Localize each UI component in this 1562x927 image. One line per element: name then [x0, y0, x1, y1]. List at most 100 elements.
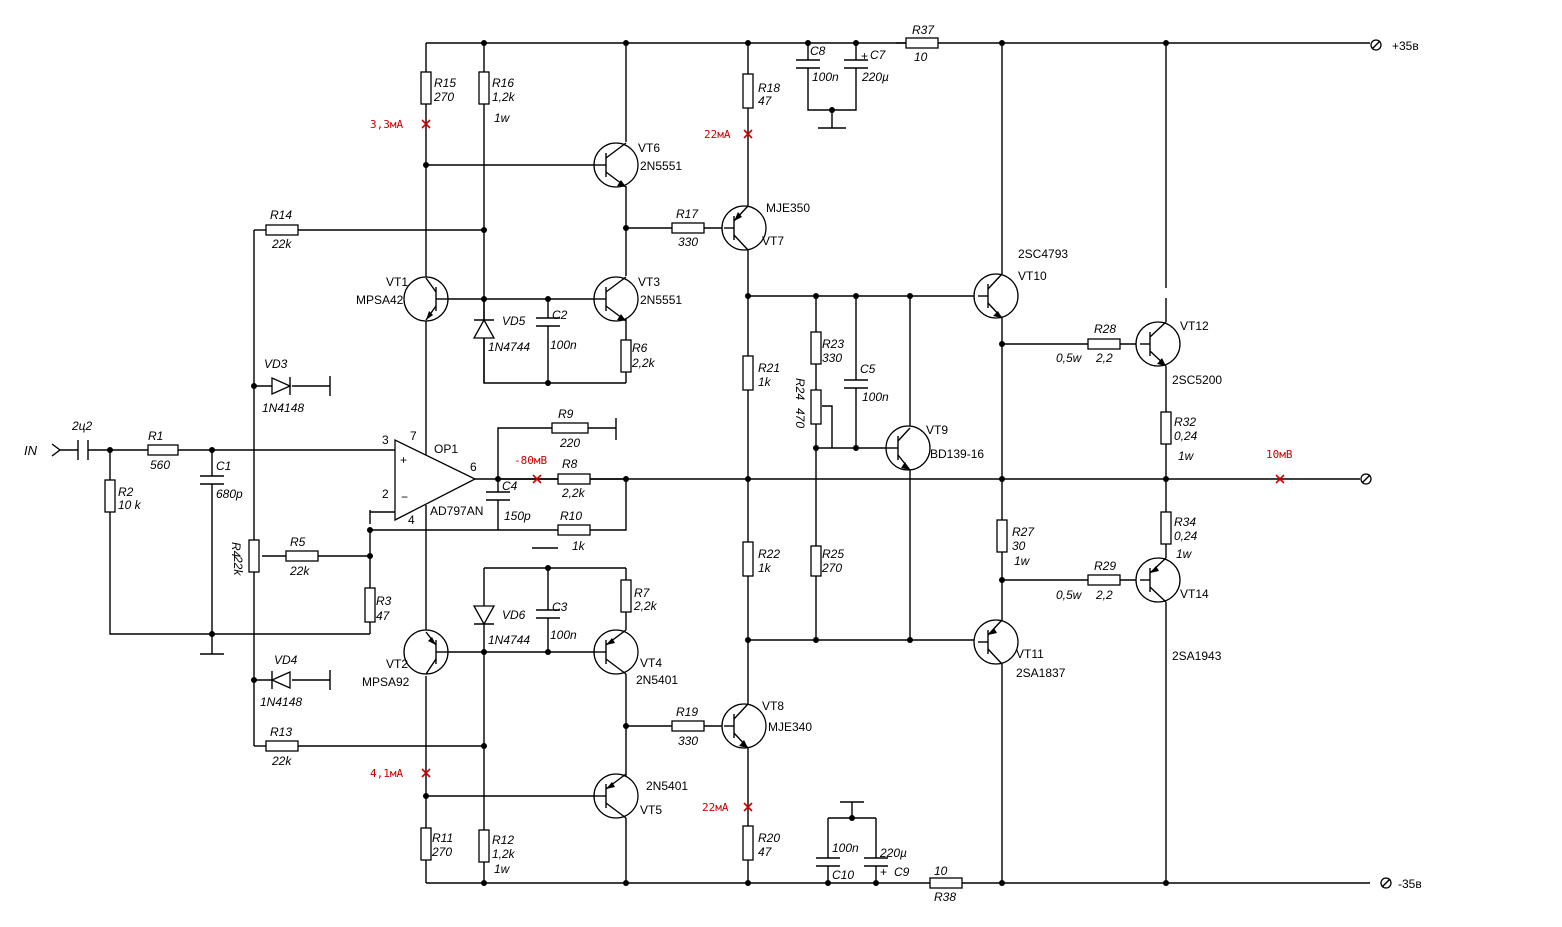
r10-ref: R10	[560, 509, 582, 523]
vt10-part: 2SC4793	[1018, 247, 1068, 261]
vd3-ref: VD3	[264, 357, 288, 371]
vt4-ref: VT4	[640, 656, 662, 670]
r19-val: 330	[678, 734, 698, 748]
r6-val: 2,2k	[631, 356, 656, 370]
vd5-ref: VD5	[502, 314, 526, 328]
r5-ref: R5	[290, 535, 306, 549]
vt7-ref: VT7	[762, 234, 784, 248]
meas-i-vt2: 4,1мА	[370, 767, 403, 780]
r38-val: 10	[934, 864, 948, 878]
op1-plus: +	[400, 453, 407, 467]
vt3-ref: VT3	[638, 275, 660, 289]
r9-val: 220	[559, 436, 580, 450]
vt10-ref: VT10	[1018, 269, 1047, 283]
r17-val: 330	[678, 235, 698, 249]
resistors	[104, 37, 1172, 889]
r16-ref: R16	[492, 76, 514, 90]
vt1-part: MPSA42	[356, 293, 404, 307]
vt5-ref: VT5	[640, 803, 662, 817]
r13-ref: R13	[270, 725, 292, 739]
r18-val: 47	[758, 94, 773, 108]
r20-val: 47	[758, 845, 773, 859]
r34-power: 1w	[1176, 547, 1193, 561]
svg-text:+: +	[861, 49, 868, 63]
r24-val: 470	[793, 408, 807, 428]
vt11-ref: VT11	[1016, 647, 1044, 661]
vd3-part: 1N4148	[262, 401, 304, 415]
vt4-part: 2N5401	[636, 673, 678, 687]
vneg-label: -35в	[1398, 877, 1422, 891]
c7-val: 220µ	[861, 70, 889, 84]
c4-val: 150p	[504, 509, 531, 523]
r27-val: 30	[1012, 539, 1026, 553]
capacitors	[77, 59, 888, 867]
r29-val: 2,2	[1095, 588, 1113, 602]
r11-val: 270	[431, 845, 452, 859]
op1-pin7: 7	[410, 429, 417, 443]
c3-val: 100n	[550, 628, 577, 642]
r23-val: 330	[822, 351, 842, 365]
r24-ref: R24	[793, 378, 807, 400]
r4-val: 22k	[231, 555, 245, 576]
r1-val: 560	[150, 458, 170, 472]
r5-val: 22k	[289, 564, 310, 578]
c8-ref: C8	[810, 44, 826, 58]
vt12-part: 2SC5200	[1172, 373, 1222, 387]
c4-ref: C4	[502, 479, 518, 493]
r2-val: 10 k	[118, 498, 142, 512]
junctions	[107, 40, 1169, 886]
op1-minus: −	[401, 490, 408, 504]
vd4-part: 1N4148	[260, 695, 302, 709]
r32-ref: R32	[1174, 415, 1196, 429]
r19-ref: R19	[676, 705, 698, 719]
c5-ref: C5	[860, 362, 876, 376]
r20-ref: R20	[758, 831, 780, 845]
grounds	[200, 376, 864, 803]
r38-ref: R38	[934, 890, 956, 904]
r21-ref: R21	[758, 361, 780, 375]
r21-val: 1k	[758, 375, 772, 389]
meas-i-vt7: 22мА	[704, 128, 731, 141]
input-label: IN	[24, 443, 38, 458]
r12-power: 1w	[494, 862, 511, 876]
vt2-ref: VT2	[386, 657, 408, 671]
op-amp-op1	[394, 438, 477, 522]
r12-ref: R12	[492, 833, 514, 847]
c5-val: 100n	[862, 390, 889, 404]
vt8-part: MJE340	[768, 720, 812, 734]
op1-ref: OP1	[434, 442, 458, 456]
vpos-label: +35в	[1392, 39, 1419, 53]
r8-ref: R8	[562, 457, 578, 471]
op1-pin2: 2	[382, 487, 389, 501]
r4-ref: R4	[229, 542, 243, 558]
svg-text:+: +	[880, 865, 887, 879]
c2-val: 100n	[550, 338, 577, 352]
r3-ref: R3	[376, 594, 392, 608]
r25-val: 270	[821, 561, 842, 575]
r9-ref: R9	[558, 407, 574, 421]
meas-i-vt8: 22мА	[702, 801, 729, 814]
c10-ref: C10	[832, 868, 854, 882]
terminals	[51, 39, 1392, 889]
labels: IN +35в -35в 2ц2 R1 560 R2 10 k C1 680p …	[24, 23, 1422, 904]
meas-i-vt1: 3,3мА	[370, 118, 403, 131]
r25-ref: R25	[822, 547, 844, 561]
vd6-part: 1N4744	[488, 633, 530, 647]
meas-v-out: 10мВ	[1266, 448, 1293, 461]
r23-ref: R23	[822, 337, 844, 351]
r29-ref: R29	[1094, 559, 1116, 573]
wires	[60, 42, 1370, 884]
vt12-ref: VT12	[1180, 319, 1209, 333]
vt7-part: MJE350	[766, 201, 810, 215]
r11-ref: R11	[432, 831, 453, 845]
r17-ref: R17	[676, 207, 699, 221]
r15-val: 270	[433, 90, 454, 104]
r14-val: 22k	[271, 237, 292, 251]
r22-val: 1k	[758, 561, 772, 575]
measure-marks	[421, 119, 1285, 812]
r27-power: 1w	[1014, 554, 1031, 568]
op1-part: AD797AN	[430, 504, 483, 518]
c2-ref: C2	[552, 308, 568, 322]
op1-pin6: 6	[470, 460, 477, 474]
